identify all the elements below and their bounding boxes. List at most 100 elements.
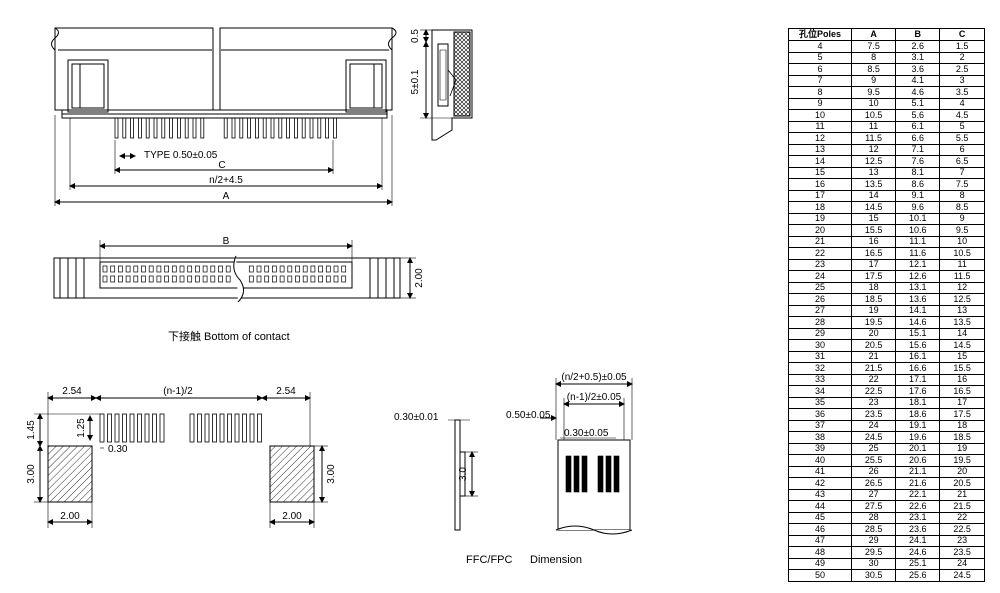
- table-cell: 21: [789, 235, 852, 248]
- pcb-pad: [152, 413, 157, 443]
- table-cell: 11: [939, 258, 984, 271]
- top-pins: [114, 117, 337, 139]
- table-cell: 32: [789, 362, 852, 375]
- bottom-contact: [141, 265, 146, 273]
- pcb-pad: [114, 413, 120, 443]
- table-cell: 14: [939, 327, 984, 340]
- table-header-cell: C: [939, 29, 984, 41]
- table-cell: 47: [789, 534, 852, 547]
- table-cell: 25: [789, 281, 852, 294]
- table-cell: 4.5: [939, 109, 984, 122]
- bottom-contact: [210, 265, 216, 273]
- bottom-contact: [279, 275, 285, 283]
- bottom-contact: [210, 275, 216, 283]
- connector-pin: [223, 117, 228, 139]
- bottom-contact: [179, 275, 185, 283]
- table-cell: 12.5: [850, 155, 897, 168]
- pcb-pad: [189, 413, 195, 443]
- pcb-pad: [204, 413, 210, 443]
- table-cell: 31: [789, 350, 852, 363]
- connector-pin: [122, 117, 127, 139]
- connector-pin: [145, 117, 150, 139]
- table-cell: 3.1: [895, 51, 941, 64]
- table-cell: 13: [850, 166, 897, 179]
- table-cell: 17: [789, 189, 852, 202]
- table-cell: 25: [850, 442, 897, 455]
- table-cell: 37: [789, 419, 852, 432]
- table-cell: 1.5: [939, 40, 984, 53]
- bottom-contacts: [102, 265, 347, 283]
- table-cell: 8: [789, 86, 852, 99]
- table-cell: 11: [850, 120, 897, 133]
- bottom-view: [53, 240, 416, 303]
- table-cell: 6.6: [895, 132, 941, 145]
- table-cell: 16.5: [850, 247, 897, 260]
- dim-pitch-span: (n-1)/2: [163, 386, 193, 397]
- table-cell: 3: [939, 74, 984, 87]
- table-cell: 20: [939, 465, 984, 478]
- table-header-cell: B: [895, 29, 941, 41]
- table-cell: 18: [850, 281, 897, 294]
- connector-pin: [137, 117, 142, 139]
- table-cell: 13.1: [895, 281, 941, 294]
- table-cell: 21: [850, 350, 897, 363]
- table-cell: 17: [850, 258, 897, 271]
- table-cell: 20.1: [895, 442, 941, 455]
- bottom-contact: [295, 265, 300, 273]
- dim-pad-width: 0.30: [108, 444, 128, 455]
- bottom-contact: [248, 265, 254, 273]
- connector-pin: [301, 117, 306, 139]
- table-cell: 6: [939, 143, 984, 156]
- table-cell: 20.5: [850, 339, 897, 352]
- table-cell: 24.1: [895, 534, 941, 547]
- table-cell: 7.5: [939, 178, 984, 191]
- bottom-contact: [287, 265, 293, 273]
- table-cell: 24.6: [895, 546, 941, 559]
- table-cell: 22: [939, 511, 984, 524]
- bottom-contact: [195, 265, 200, 273]
- table-cell: 15.1: [895, 327, 941, 340]
- bottom-contact: [148, 275, 154, 283]
- table-cell: 23.1: [895, 511, 941, 524]
- table-cell: 7.5: [850, 40, 897, 53]
- ffc-finger: [565, 455, 572, 493]
- table-cell: 26.5: [850, 477, 897, 490]
- table-cell: 29: [850, 534, 897, 547]
- bottom-contact: [218, 275, 223, 283]
- dim-right-margin: 2.54: [276, 386, 296, 397]
- connector-pin: [254, 117, 259, 139]
- table-cell: 30.5: [850, 569, 897, 581]
- bottom-contact: [279, 265, 285, 273]
- dim-ffc-total: (n/2+0.5)±0.05: [561, 372, 627, 383]
- table-cell: 28.5: [850, 523, 897, 536]
- pcb-pad: [212, 413, 217, 443]
- pcb-pad: [159, 413, 165, 443]
- table-cell: 48: [789, 546, 852, 559]
- table-cell: 21: [939, 488, 984, 501]
- table-cell: 12: [939, 281, 984, 294]
- table-cell: 33: [789, 373, 852, 386]
- bottom-contact: [310, 265, 316, 273]
- table-cell: 15.5: [850, 224, 897, 237]
- table-cell: 6.1: [895, 120, 941, 133]
- table-cell: 9: [789, 97, 852, 110]
- table-cell: 5.5: [939, 132, 984, 145]
- table-cell: 3.5: [939, 86, 984, 99]
- connector-pin: [161, 117, 166, 139]
- table-cell: 17.6: [895, 385, 941, 398]
- table-cell: 25.1: [895, 557, 941, 570]
- table-cell: 15.6: [895, 339, 941, 352]
- table-cell: 43: [789, 488, 852, 501]
